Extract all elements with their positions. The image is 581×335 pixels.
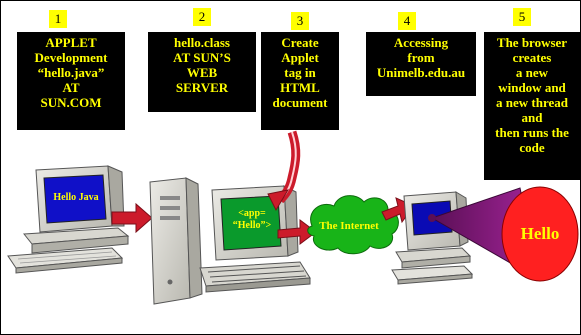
step-3-number: 3 (291, 12, 309, 30)
developer-screen (43, 174, 107, 224)
internet-label: The Internet (319, 220, 379, 232)
server-screen (220, 195, 282, 251)
step-5-number: 5 (513, 8, 531, 26)
step-1-box: APPLET Development “hello.java” AT SUN.C… (17, 32, 125, 130)
server-screen-text: <app= “Hello”> (232, 208, 272, 231)
step-5-box: The browser creates a new window and a n… (484, 32, 580, 180)
step-2-box: hello.class AT SUN’S WEB SERVER (148, 32, 256, 112)
developer-screen-text: Hello Java (53, 192, 99, 203)
arrow-to-server (111, 202, 153, 234)
step-4-box: Accessing from Unimelb.edu.au (366, 32, 476, 96)
developer-computer (7, 165, 130, 274)
server-computer (149, 177, 311, 305)
step-2-number: 2 (193, 8, 211, 26)
step-1-number: 1 (49, 10, 67, 28)
hello-output-text: Hello (520, 224, 560, 243)
internet-cloud (307, 195, 399, 255)
hello-bubble (501, 186, 579, 282)
step-3-box: Create Applet tag in HTML document (261, 32, 339, 130)
arrow-to-internet (277, 219, 317, 245)
step-4-number: 4 (398, 12, 416, 30)
